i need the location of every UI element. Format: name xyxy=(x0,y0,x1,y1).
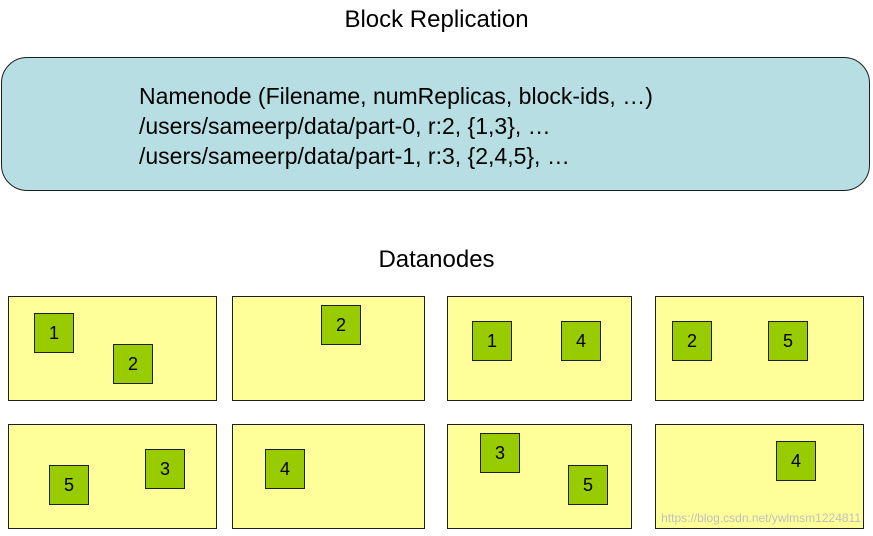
block: 1 xyxy=(34,313,74,353)
block: 3 xyxy=(145,449,185,489)
namenode-file-line-part-0: /users/sameerp/data/part-0, r:2, {1,3}, … xyxy=(139,113,551,139)
diagram-title: Block Replication xyxy=(344,6,529,33)
block: 5 xyxy=(49,465,89,505)
block: 2 xyxy=(672,321,712,361)
block: 4 xyxy=(265,449,305,489)
datanode-1: 1 2 xyxy=(8,296,217,401)
block: 2 xyxy=(321,305,361,345)
block: 3 xyxy=(480,433,520,473)
block: 2 xyxy=(113,344,153,384)
namenode-file-line-part-1: /users/sameerp/data/part-1, r:3, {2,4,5}… xyxy=(139,143,570,169)
datanode-2: 2 xyxy=(232,296,425,401)
datanode-4: 2 5 xyxy=(655,296,864,401)
watermark-text: https://blog.csdn.net/ywlmsm1224811 xyxy=(661,511,861,525)
datanode-7: 3 5 xyxy=(447,424,632,529)
block: 4 xyxy=(776,441,816,481)
block: 5 xyxy=(568,465,608,505)
datanode-3: 1 4 xyxy=(447,296,632,401)
datanodes-label: Datanodes xyxy=(378,246,495,273)
namenode-box: Namenode (Filename, numReplicas, block-i… xyxy=(1,57,870,191)
namenode-header-line: Namenode (Filename, numReplicas, block-i… xyxy=(139,83,653,109)
datanode-5: 5 3 xyxy=(8,424,217,529)
datanode-6: 4 xyxy=(232,424,425,529)
block: 5 xyxy=(768,321,808,361)
block: 1 xyxy=(472,321,512,361)
block: 4 xyxy=(561,321,601,361)
datanode-8: 4 xyxy=(655,424,864,529)
namenode-text: Namenode (Filename, numReplicas, block-i… xyxy=(139,81,653,171)
